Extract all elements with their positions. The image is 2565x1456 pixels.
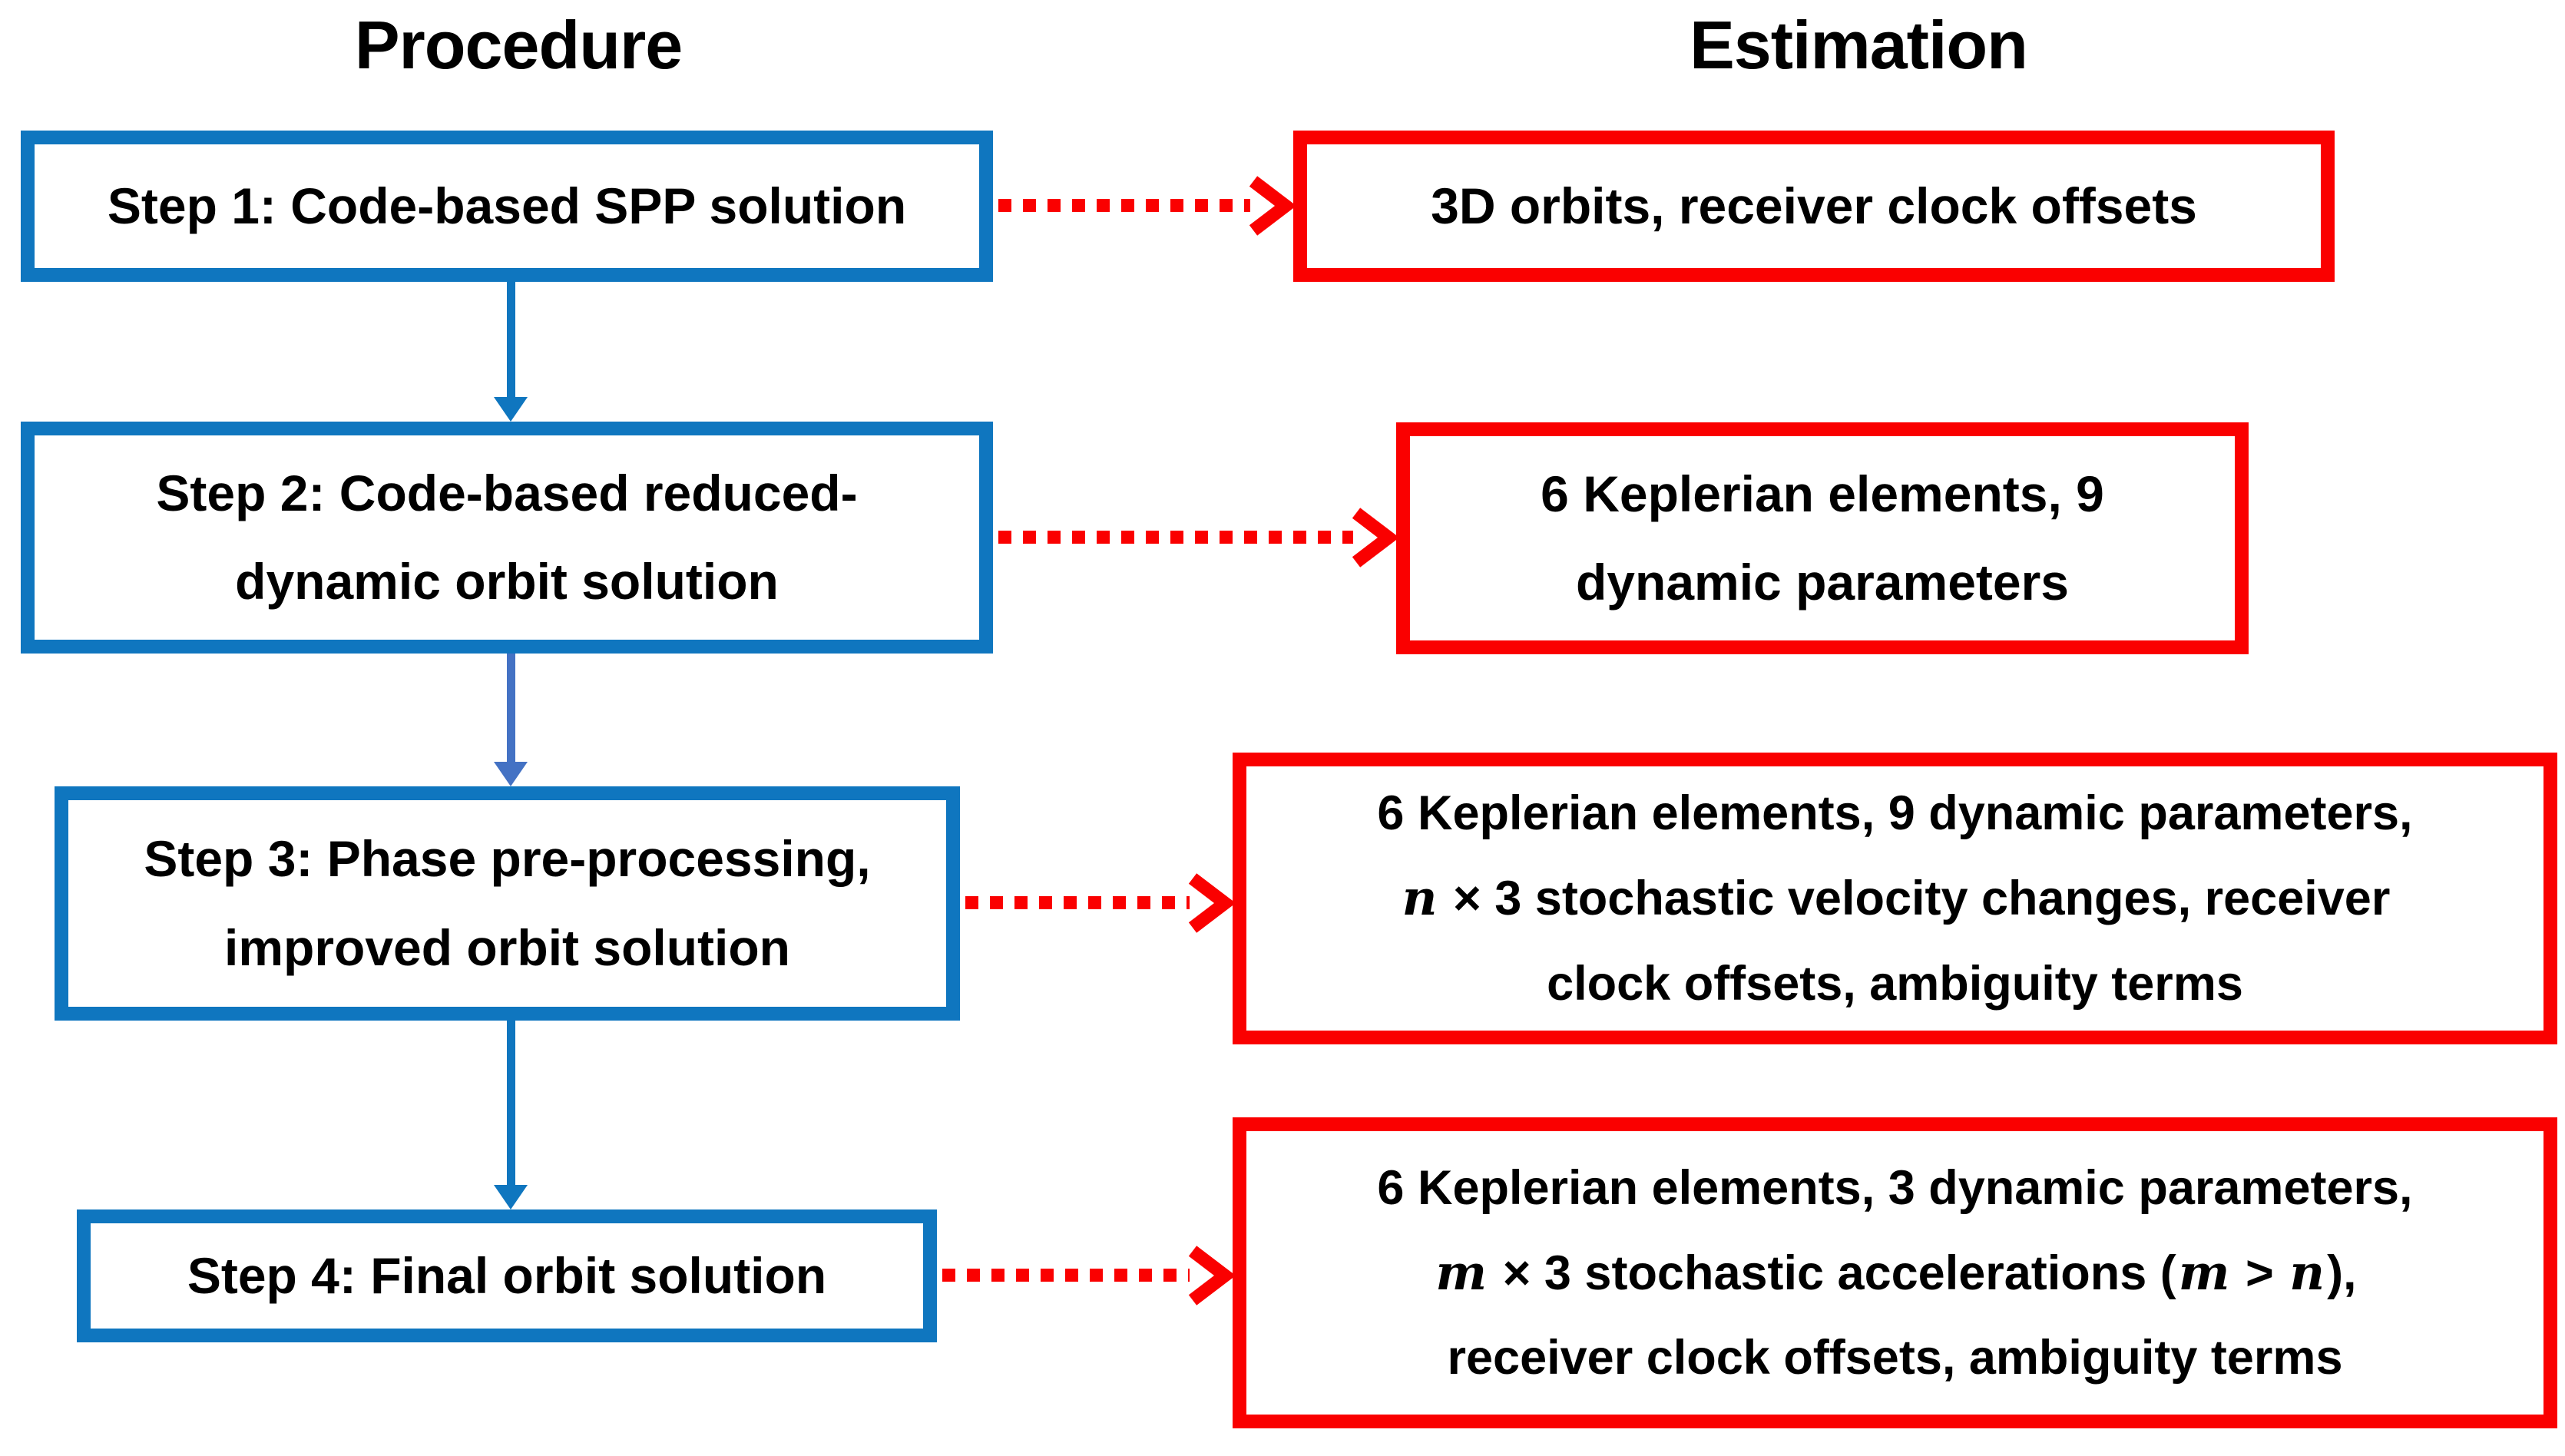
procedure-step-2-box: Step 2: Code-based reduced-dynamic orbit… [21,422,993,654]
arrowhead-right-icon [1188,1246,1233,1305]
down-arrow-step1-to-step2 [494,282,528,422]
estimation-box-1-label: 3D orbits, receiver clock offsets [1431,177,2197,234]
dotted-arrow-step2-to-estimation2 [998,505,1396,570]
down-arrow-step2-to-step3 [494,654,528,786]
dotted-arrow-step4-to-estimation4 [942,1243,1233,1308]
estimation-box-1: 3D orbits, receiver clock offsets [1293,131,2335,282]
procedure-step-1-label: Step 1: Code-based SPP solution [107,177,907,234]
estimation-box-3-label: 6 Keplerian elements, 9 dynamic paramete… [1377,786,2413,1011]
procedure-step-1-box: Step 1: Code-based SPP solution [21,131,993,282]
procedure-step-3-box: Step 3: Phase pre-processing,improved or… [55,786,960,1021]
arrowhead-right-icon [1188,873,1233,933]
estimation-column-header: Estimation [1690,7,2028,83]
down-arrow-step3-to-step4 [494,1021,528,1209]
dotted-arrow-step3-to-estimation3 [965,871,1233,935]
dotted-arrow-step1-to-estimation1 [998,174,1293,238]
procedure-step-2-label: Step 2: Code-based reduced-dynamic orbit… [156,464,858,611]
estimation-box-4-label: 6 Keplerian elements, 3 dynamic paramete… [1377,1160,2413,1385]
arrowhead-right-icon [1352,508,1396,568]
estimation-box-4: 6 Keplerian elements, 3 dynamic paramete… [1233,1117,2557,1428]
procedure-step-3-label: Step 3: Phase pre-processing,improved or… [144,830,871,976]
procedure-step-4-label: Step 4: Final orbit solution [187,1246,827,1304]
procedure-step-4-box: Step 4: Final orbit solution [77,1209,937,1342]
arrowhead-right-icon [1249,176,1293,236]
estimation-box-3: 6 Keplerian elements, 9 dynamic paramete… [1233,753,2557,1044]
procedure-column-header: Procedure [354,7,683,83]
